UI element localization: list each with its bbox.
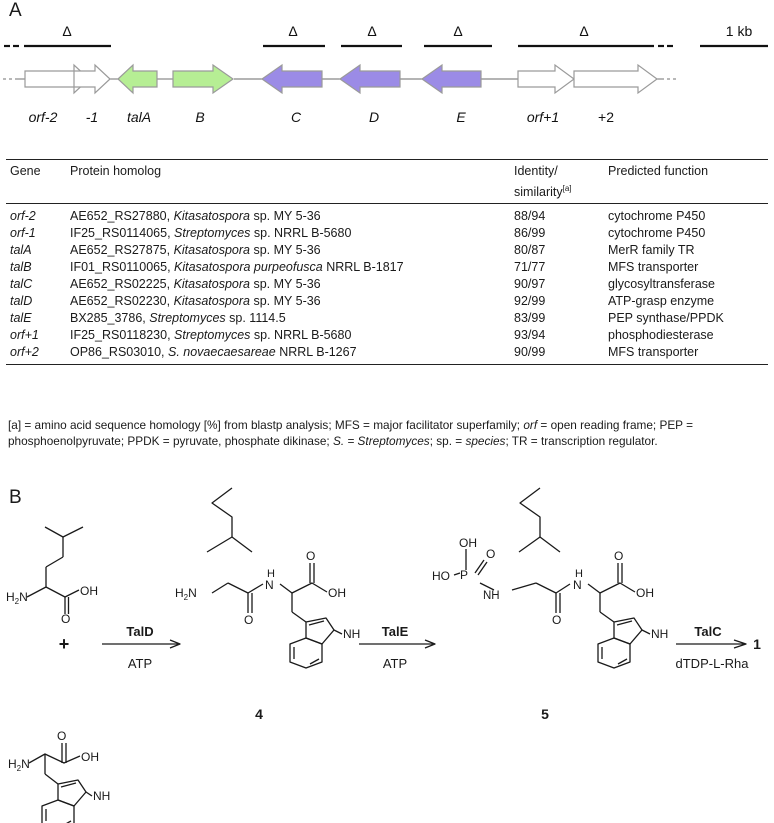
svg-text:H2N: H2N [6, 590, 28, 606]
gene-arrow-talD [338, 63, 401, 95]
gene-arrow-talC [260, 63, 323, 95]
svg-text:OH: OH [81, 750, 99, 764]
table-header-row: Gene Protein homolog Identity/ similarit… [6, 159, 768, 204]
enzyme-label: TalC [694, 624, 722, 639]
panel-b-label: B [9, 487, 22, 508]
svg-text:NH: NH [483, 590, 500, 602]
header-gene: Gene [10, 164, 41, 178]
gene-label: E [456, 109, 466, 125]
table-row: orf+2 OP86_RS03010, S. novaecaesareae NR… [6, 344, 768, 365]
svg-text:O: O [486, 547, 495, 561]
gene-label: D [369, 109, 379, 125]
gene-cluster-diagram: Δ Δ Δ Δ Δ 1 kb orf-2 -1 talA B C D E or [3, 23, 768, 125]
delta-symbol: Δ [453, 23, 462, 39]
gene-label: talA [127, 109, 151, 125]
svg-text:H2N: H2N [8, 757, 30, 773]
svg-text:H: H [267, 568, 275, 580]
gene-arrow-talB [172, 63, 235, 95]
gene-arrow-talE [420, 63, 482, 95]
table-footnote: [a] = amino acid sequence homology [%] f… [8, 418, 694, 448]
compound-1-label: 1 [753, 636, 761, 652]
svg-text:N: N [573, 578, 582, 592]
table-row: talE BX285_3786, Streptomyces sp. 1114.5… [10, 311, 724, 326]
table-row: talD AE652_RS02230, Kitasatospora sp. MY… [10, 294, 715, 309]
svg-text:OH: OH [80, 584, 98, 598]
panel-a-label: A [9, 0, 22, 21]
tryptophan-structure [28, 743, 93, 823]
compound-4-structure [206, 487, 343, 669]
header-homolog: Protein homolog [70, 164, 162, 178]
svg-text:O: O [306, 549, 315, 563]
gene-arrow-talA [117, 63, 158, 95]
delta-symbol: Δ [62, 23, 71, 39]
compound-5-label: 5 [541, 706, 549, 722]
gene-label: orf+1 [527, 109, 559, 125]
table-row: orf+1 IF25_RS0118230, Streptomyces sp. N… [10, 328, 714, 343]
svg-text:O: O [61, 612, 70, 626]
compound-4-label: 4 [255, 706, 263, 722]
leucine-structure [26, 526, 84, 614]
gene-arrow-orf+2 [573, 63, 659, 95]
svg-text:O: O [614, 549, 623, 563]
svg-text:HO: HO [432, 569, 450, 583]
cofactor-label: ATP [128, 656, 152, 671]
enzyme-label: TalD [126, 624, 153, 639]
svg-text:H2N: H2N [175, 586, 197, 602]
table-row: talC AE652_RS02225, Kitasatospora sp. MY… [10, 277, 715, 292]
svg-text:OH: OH [459, 536, 477, 550]
svg-text:N: N [265, 578, 274, 592]
atom-labels: OH O H2N O OH H2N NH H2N O N H O OH NH O… [6, 536, 668, 803]
header-function: Predicted function [608, 164, 709, 178]
delta-symbol: Δ [288, 23, 297, 39]
table-row: orf-2 AE652_RS27880, Kitasatospora sp. M… [10, 209, 706, 224]
table-row: orf-1 IF25_RS0114065, Streptomyces sp. N… [10, 226, 706, 241]
svg-text:O: O [552, 613, 561, 627]
gene-label: orf-2 [29, 109, 58, 125]
svg-text:NH: NH [343, 627, 360, 641]
compound-5-structure [453, 487, 651, 669]
gene-label: +2 [598, 109, 614, 125]
svg-text:H: H [575, 568, 583, 580]
table-row: talA AE652_RS27875, Kitasatospora sp. MY… [10, 243, 695, 258]
cofactor-label: ATP [383, 656, 407, 671]
svg-text:O: O [244, 613, 253, 627]
svg-text:OH: OH [636, 586, 654, 600]
gene-label: -1 [86, 109, 98, 125]
svg-text:P: P [460, 568, 468, 582]
enzyme-label: TalE [382, 624, 409, 639]
svg-text:O: O [57, 729, 66, 743]
reaction-arrows [102, 639, 747, 649]
svg-text:NH: NH [651, 627, 668, 641]
gene-annotation-table: Gene Protein homolog Identity/ similarit… [6, 159, 768, 365]
svg-text:OH: OH [328, 586, 346, 600]
scale-bar-label: 1 kb [726, 23, 753, 39]
header-identity: Identity/ similarity[a] [514, 164, 572, 200]
gene-label: C [291, 109, 302, 125]
gene-label: B [195, 109, 204, 125]
delta-symbol: Δ [579, 23, 588, 39]
table-row: talB IF01_RS0110065, Kitasatospora purpe… [10, 260, 699, 275]
gene-arrow-orf-1 [73, 63, 111, 95]
svg-text:NH: NH [93, 789, 110, 803]
gene-arrow-orf+1 [517, 63, 576, 95]
cofactor-label: dTDP-L-Rha [676, 656, 750, 671]
plus-sign: + [59, 634, 70, 654]
delta-symbol: Δ [367, 23, 376, 39]
